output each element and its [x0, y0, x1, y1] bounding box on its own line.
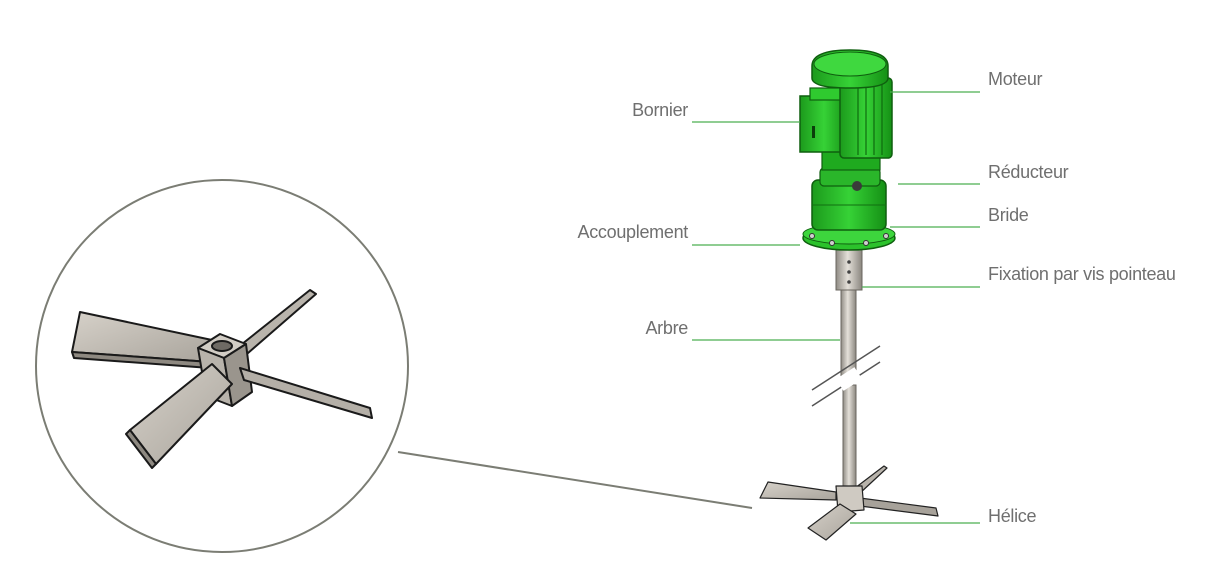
shaft-break-mark-top — [811, 345, 881, 391]
label-arbre: Arbre — [645, 318, 688, 338]
coupling-sleeve — [835, 249, 863, 291]
part-labels: Moteur Bornier Réducteur Bride Accouplem… — [578, 69, 1176, 526]
hub-bore — [211, 340, 233, 352]
label-accouplement: Accouplement — [578, 222, 689, 242]
shaft-lower — [842, 384, 857, 496]
propeller-detail — [71, 289, 373, 469]
leader-lines — [692, 91, 980, 524]
label-reducteur: Réducteur — [988, 162, 1069, 182]
label-moteur: Moteur — [988, 69, 1043, 89]
detail-pointer-line — [397, 451, 753, 509]
detail-magnifier — [35, 179, 753, 553]
agitator-assembly — [759, 49, 939, 541]
propeller — [759, 465, 939, 541]
label-helice: Hélice — [988, 506, 1037, 526]
label-fixation: Fixation par vis pointeau — [988, 264, 1176, 284]
label-bride: Bride — [988, 205, 1029, 225]
label-bornier: Bornier — [632, 100, 688, 120]
